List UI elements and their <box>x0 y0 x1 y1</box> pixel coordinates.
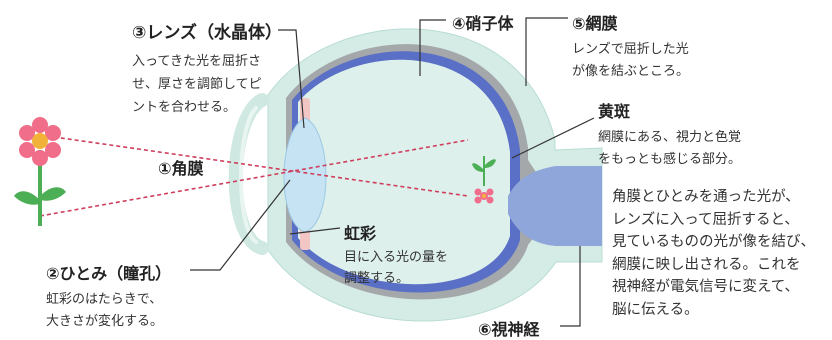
light-ray <box>39 139 469 217</box>
explanation-line-1: 角膜とひとみを通った光が、 <box>612 189 800 205</box>
iris-desc-1: 目に入る光の量を <box>344 250 449 265</box>
pupil-label: ②ひとみ（瞳孔） 虹彩のはたらきで、 大きさが変化する。 <box>46 260 171 331</box>
explanation-line-5: 視神経が電気信号に変えて、 <box>612 279 800 295</box>
lens-title: ③レンズ（水晶体） <box>132 23 283 43</box>
explanation-line-3: 見ているものの光が像を結び、 <box>612 234 815 250</box>
retina-title: ⑤網膜 <box>572 14 618 33</box>
explanation-block: 角膜とひとみを通った光が、 レンズに入って屈折すると、 見ているものの光が像を結… <box>612 186 815 321</box>
retina-label: ⑤網膜 レンズで屈折した光 が像を結ぶところ。 <box>572 10 689 81</box>
leader-vitreous <box>419 19 446 76</box>
leader-macula <box>511 117 595 159</box>
leader-retina <box>525 17 568 86</box>
lens-desc-1: 入ってきた光を屈折さ <box>132 54 261 69</box>
retina-desc-2: が像を結ぶところ。 <box>572 64 690 79</box>
macula-desc-1: 網膜にある、視力と色覚 <box>598 130 742 145</box>
vitreous-body <box>298 59 510 285</box>
leader-pupil <box>190 179 291 271</box>
macula-title: 黄斑 <box>598 102 631 121</box>
optic-nerve <box>508 166 602 246</box>
lens-label: ③レンズ（水晶体） 入ってきた光を屈折さ せ、厚さを調節してピ ントを合わせる。 <box>132 18 282 117</box>
iris-title: 虹彩 <box>344 224 377 243</box>
light-ray <box>39 134 469 197</box>
pupil-title: ②ひとみ（瞳孔） <box>46 264 172 283</box>
cornea-title: ①角膜 <box>158 159 204 178</box>
flower-icon <box>14 117 66 226</box>
cornea-highlight <box>239 106 258 244</box>
leader-iris <box>289 227 341 235</box>
explanation-line-4: 網膜に映し出される。これを <box>612 256 801 273</box>
vitreous-title: ④硝子体 <box>452 14 514 33</box>
macula-label: 黄斑 網膜にある、視力と色覚 をもっとも感じる部分。 <box>598 98 741 169</box>
leader-lens <box>278 29 305 129</box>
lens-desc-3: ントを合わせる。 <box>132 100 237 115</box>
lens-desc-2: せ、厚さを調節してピ <box>132 77 262 92</box>
explanation-line-6: 脳に伝える。 <box>612 301 699 318</box>
inverted-image-icon <box>472 156 496 204</box>
leader-optic-nerve <box>560 246 581 327</box>
iris-label: 虹彩 目に入る光の量を 調整する。 <box>344 220 448 288</box>
leader-lines <box>190 17 595 327</box>
retina-desc-1: レンズで屈折した光 <box>572 42 689 57</box>
macula-desc-2: をもっとも感じる部分。 <box>598 152 742 167</box>
optic-nerve-title: ⑥視神経 <box>478 320 540 339</box>
pupil-desc-1: 虹彩のはたらきで、 <box>46 292 163 307</box>
explanation-line-2: レンズに入って屈折すると、 <box>612 211 799 228</box>
pupil-desc-2: 大きさが変化する。 <box>46 314 164 329</box>
iris-desc-2: 調整する。 <box>344 271 410 286</box>
